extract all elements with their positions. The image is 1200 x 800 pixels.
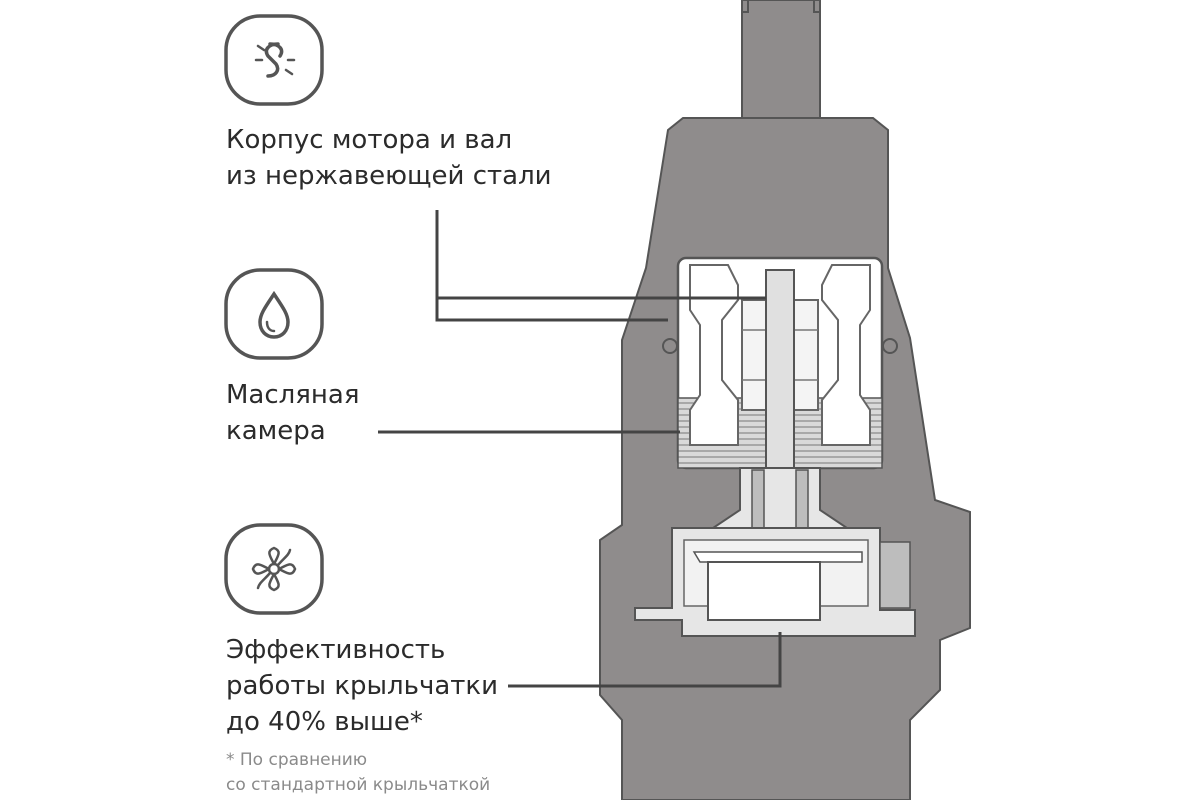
feature-label-line: Масляная: [226, 380, 360, 410]
feature-label-line: камера: [226, 416, 326, 446]
rotation-shaft-icon: [224, 14, 324, 106]
footnote: * По сравнению со стандартной крыльчатко…: [226, 748, 490, 798]
feature-label-motor-shaft: Корпус мотора и вал из нержавеющей стали: [226, 122, 552, 194]
feature-label-line: Эффективность: [226, 635, 446, 665]
impeller-fan-icon: [224, 523, 324, 615]
impeller-housing: [634, 527, 916, 637]
feature-label-line: из нержавеющей стали: [226, 161, 552, 191]
footnote-line: со стандартной крыльчаткой: [226, 775, 491, 795]
leader-line-motor: [435, 210, 668, 322]
feature-label-oil-chamber: Масляная камера: [226, 377, 360, 449]
feature-label-line: до 40% выше*: [226, 707, 423, 737]
oil-drop-icon: [224, 268, 324, 360]
feature-label-impeller: Эффективность работы крыльчатки до 40% в…: [226, 632, 498, 740]
leader-line-impeller: [508, 632, 782, 688]
footnote-line: * По сравнению: [226, 750, 368, 770]
leader-lines: [378, 210, 782, 688]
feature-label-line: работы крыльчатки: [226, 671, 499, 701]
feature-label-line: Корпус мотора и вал: [226, 125, 513, 155]
